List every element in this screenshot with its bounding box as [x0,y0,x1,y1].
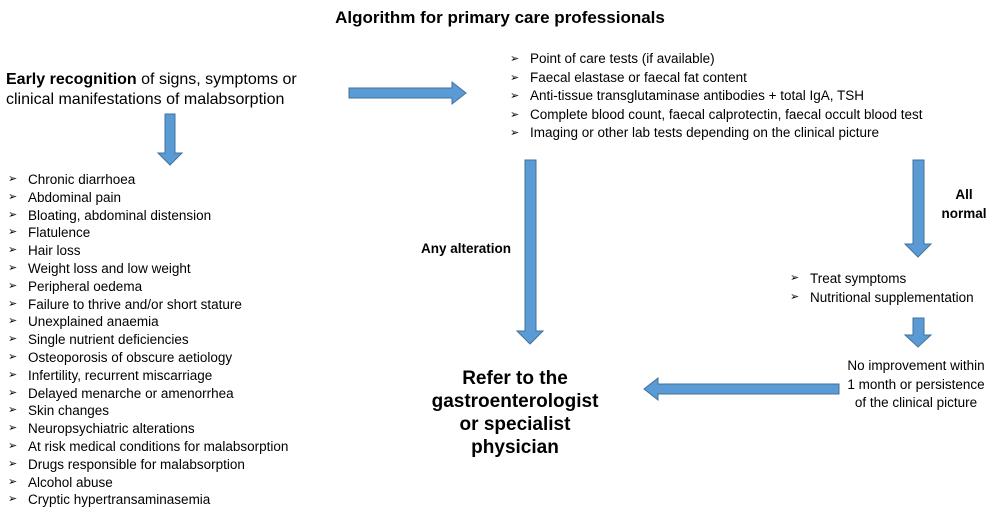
symptom-item: ➢ Neuropsychiatric alterations [4,420,288,438]
bullet-arrow-icon: ➢ [8,261,18,274]
bullet-arrow-icon: ➢ [8,368,18,381]
symptom-item: ➢ Abdominal pain [4,189,288,207]
symptom-item: ➢ Single nutrient deficiencies [4,331,288,349]
symptom-item-text: Failure to thrive and/or short stature [28,296,242,312]
test-item-text: Imaging or other lab tests depending on … [530,125,879,140]
bullet-arrow-icon: ➢ [8,226,18,239]
bullet-arrow-icon: ➢ [8,493,18,506]
treatment-list: ➢ Treat symptoms ➢ Nutritional supplementat… [786,269,974,307]
bullet-arrow-icon: ➢ [510,71,520,84]
early-recognition-box: Early recognition of signs, symptoms or … [6,70,341,110]
bullet-arrow-icon: ➢ [8,297,18,310]
symptom-item-text: Skin changes [28,403,110,419]
symptom-item-text: Weight loss and low weight [28,260,191,276]
symptom-item: ➢ Drugs responsible for malabsorption [4,456,288,474]
symptom-item: ➢ Skin changes [4,402,288,420]
bullet-arrow-icon: ➢ [8,173,18,185]
symptom-item-text: Flatulence [28,225,91,241]
arrow-to-refer [643,376,840,402]
symptom-item-text: Osteoporosis of obscure aetiology [28,349,233,365]
test-item: ➢ Anti-tissue transglutaminase antibodies… [506,87,922,106]
arrow-to-tests [348,80,467,106]
test-item-text: Point of care tests (if available) [530,51,715,66]
page-title: Algorithm for primary care professionals [335,8,665,27]
test-item-text: Complete blood count, faecal calprotecti… [530,106,923,122]
no-improvement-box: No improvement within 1 month or persist… [847,358,985,410]
bullet-arrow-icon: ➢ [790,291,800,303]
symptom-item-text: Drugs responsible for malabsorption [28,456,245,472]
symptom-item: ➢ At risk medical conditions for malabsor… [4,438,288,456]
symptom-item: ➢ Delayed menarche or amenorrhea [4,385,288,403]
bullet-arrow-icon: ➢ [510,127,520,139]
bullet-arrow-icon: ➢ [8,475,18,488]
symptom-item-text: Hair loss [28,243,81,259]
symptom-item-text: Bloating, abdominal distension [28,207,212,223]
bullet-arrow-icon: ➢ [510,108,520,121]
test-item-text: Anti-tissue transglutaminase antibodies … [530,88,865,103]
arrow-any-alteration [515,159,545,345]
bullet-arrow-icon: ➢ [8,279,18,292]
symptom-item-text: Single nutrient deficiencies [28,332,189,348]
test-item: ➢ Point of care tests (if available) [506,50,922,69]
symptom-item: ➢ Hair loss [4,242,288,260]
test-item: ➢ Imaging or other lab tests depending on… [506,124,922,143]
treatment-item-text: Treat symptoms [810,271,907,286]
arrow-all-normal [903,159,933,258]
refer-box: Refer to the gastroenterologist or speci… [431,368,599,458]
symptom-item-text: At risk medical conditions for malabsorp… [28,438,289,454]
bullet-arrow-icon: ➢ [8,244,18,257]
early-recognition-text: of signs, symptoms or clinical manifesta… [6,71,297,108]
any-alteration-label: Any alteration [420,241,512,256]
treatment-item: ➢ Treat symptoms [786,269,974,288]
symptom-item-text: Delayed menarche or amenorrhea [28,385,234,401]
bullet-arrow-icon: ➢ [8,422,18,435]
symptom-item: ➢ Peripheral oedema [4,278,288,296]
bullet-arrow-icon: ➢ [8,190,18,203]
symptom-item: ➢ Failure to thrive and/or short stature [4,296,288,314]
symptom-item-text: Cryptic hypertransaminasemia [28,492,211,508]
bullet-arrow-icon: ➢ [510,90,520,102]
bullet-arrow-icon: ➢ [8,208,18,221]
bullet-arrow-icon: ➢ [8,457,18,470]
arrow-to-symptoms [156,113,184,166]
symptom-item-text: Unexplained anaemia [28,314,159,330]
symptom-item: ➢ Alcohol abuse [4,474,288,492]
symptom-item-text: Peripheral oedema [28,278,143,294]
symptom-item-text: Infertility, recurrent miscarriage [28,367,213,383]
bullet-arrow-icon: ➢ [8,350,18,363]
symptoms-list: ➢ Chronic diarrhoea ➢ Abdominal pain ➢ Bloati… [4,171,288,509]
test-item: ➢ Complete blood count, faecal calprotect… [506,106,922,125]
symptom-item: ➢ Weight loss and low weight [4,260,288,278]
symptom-item-text: Alcohol abuse [28,474,113,490]
symptom-item: ➢ Osteoporosis of obscure aetiology [4,349,288,367]
bullet-arrow-icon: ➢ [8,333,18,346]
bullet-arrow-icon: ➢ [8,439,18,452]
test-item: ➢ Faecal elastase or faecal fat content [506,69,922,88]
bullet-arrow-icon: ➢ [8,315,18,328]
symptom-item: ➢ Infertility, recurrent miscarriage [4,367,288,385]
bullet-arrow-icon: ➢ [8,404,18,417]
treatment-item: ➢ Nutritional supplementation [786,288,974,307]
symptom-item: ➢ Bloating, abdominal distension [4,207,288,225]
symptom-item: ➢ Chronic diarrhoea [4,171,288,189]
symptom-item: ➢ Flatulence [4,224,288,242]
symptom-item-text: Abdominal pain [28,189,122,205]
bullet-arrow-icon: ➢ [510,53,520,65]
treatment-item-text: Nutritional supplementation [810,290,974,305]
arrow-to-no-improvement [903,317,933,348]
symptom-item: ➢ Unexplained anaemia [4,313,288,331]
symptom-item: ➢ Cryptic hypertransaminasemia [4,491,288,509]
symptom-item-text: Chronic diarrhoea [28,172,136,187]
all-normal-label: All normal [941,187,987,221]
early-recognition-bold: Early recognition [6,71,137,88]
tests-list: ➢ Point of care tests (if available) ➢ Faec… [506,50,922,143]
symptom-item-text: Neuropsychiatric alterations [28,421,195,437]
bullet-arrow-icon: ➢ [8,386,18,399]
test-item-text: Faecal elastase or faecal fat content [530,69,747,85]
bullet-arrow-icon: ➢ [790,272,800,284]
